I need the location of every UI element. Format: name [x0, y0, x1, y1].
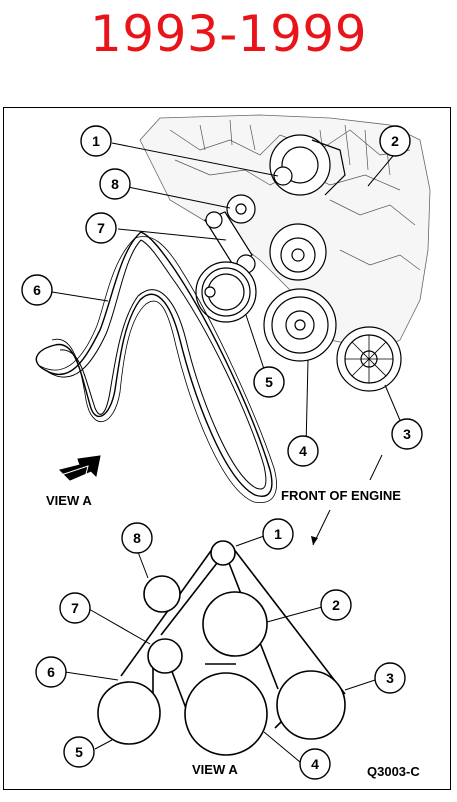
callout-3	[391, 418, 423, 450]
schematic-callout-6	[35, 656, 67, 688]
crank-pulley-5	[195, 261, 257, 323]
water-pump-2	[269, 223, 327, 281]
schematic-pulley-5	[97, 681, 161, 745]
belt-routing-schematic	[97, 540, 346, 756]
schematic-callout-5	[63, 736, 95, 768]
callout-2-text: 2	[391, 133, 399, 149]
ac-compressor-3	[336, 326, 402, 392]
callout-7	[85, 212, 117, 244]
schematic-callout-8-text: 8	[133, 530, 141, 546]
schematic-callout-7-text: 7	[71, 600, 79, 616]
serpentine-belt	[35, 231, 277, 503]
engine-illustration	[139, 114, 431, 392]
schematic-pulley-4	[184, 672, 268, 756]
callout-6-text: 6	[33, 282, 41, 298]
view-a-label-bottom: VIEW A	[192, 762, 238, 777]
callouts-bottom	[35, 518, 406, 780]
schematic-callout-5-text: 5	[75, 744, 83, 760]
front-of-engine-label: FRONT OF ENGINE	[281, 488, 401, 503]
callout-8-text: 8	[111, 176, 119, 192]
alternator	[269, 134, 346, 196]
schematic-callout-3-text: 3	[386, 670, 394, 686]
schematic-callout-6-text: 6	[47, 664, 55, 680]
diagram-frame	[3, 107, 451, 790]
schematic-callout-1	[262, 518, 294, 550]
schematic-callout-8	[121, 522, 153, 554]
schematic-pulley-3	[276, 670, 346, 740]
callout-5	[253, 366, 285, 398]
callout-6	[21, 274, 53, 306]
schematic-callout-4-text: 4	[311, 756, 319, 772]
callout-1	[80, 125, 112, 157]
callout-4	[287, 435, 319, 467]
view-a-label-top: VIEW A	[46, 493, 92, 508]
schematic-callout-2-text: 2	[332, 597, 340, 613]
callout-2	[379, 125, 411, 157]
schematic-callout-7	[59, 592, 91, 624]
callout-5-text: 5	[265, 374, 273, 390]
callout-8	[99, 168, 131, 200]
front-arrowhead-icon	[311, 536, 318, 545]
callout-7-text: 7	[97, 220, 105, 236]
schematic-pulley-7	[147, 638, 183, 674]
schematic-pulley-1	[210, 540, 236, 566]
power-steering-pulley-4	[263, 288, 337, 362]
year-range-title: 1993-1999	[89, 5, 368, 63]
leader-lines-bottom	[64, 535, 376, 763]
schematic-callout-3	[374, 662, 406, 694]
figure-code: Q3003-C	[367, 764, 420, 779]
schematic-pulley-2	[202, 591, 268, 657]
callout-3-text: 3	[403, 426, 411, 442]
callouts-top	[21, 125, 423, 467]
leader-lines-top	[51, 142, 406, 546]
schematic-callout-2	[320, 589, 352, 621]
view-a-arrow-icon	[57, 455, 101, 481]
idler-pulley-8	[226, 194, 256, 224]
callout-4-text: 4	[299, 443, 307, 459]
schematic-callout-4	[299, 748, 331, 780]
callout-1-text: 1	[92, 133, 100, 149]
schematic-pulley-8	[143, 575, 181, 613]
schematic-callout-1-text: 1	[274, 526, 282, 542]
